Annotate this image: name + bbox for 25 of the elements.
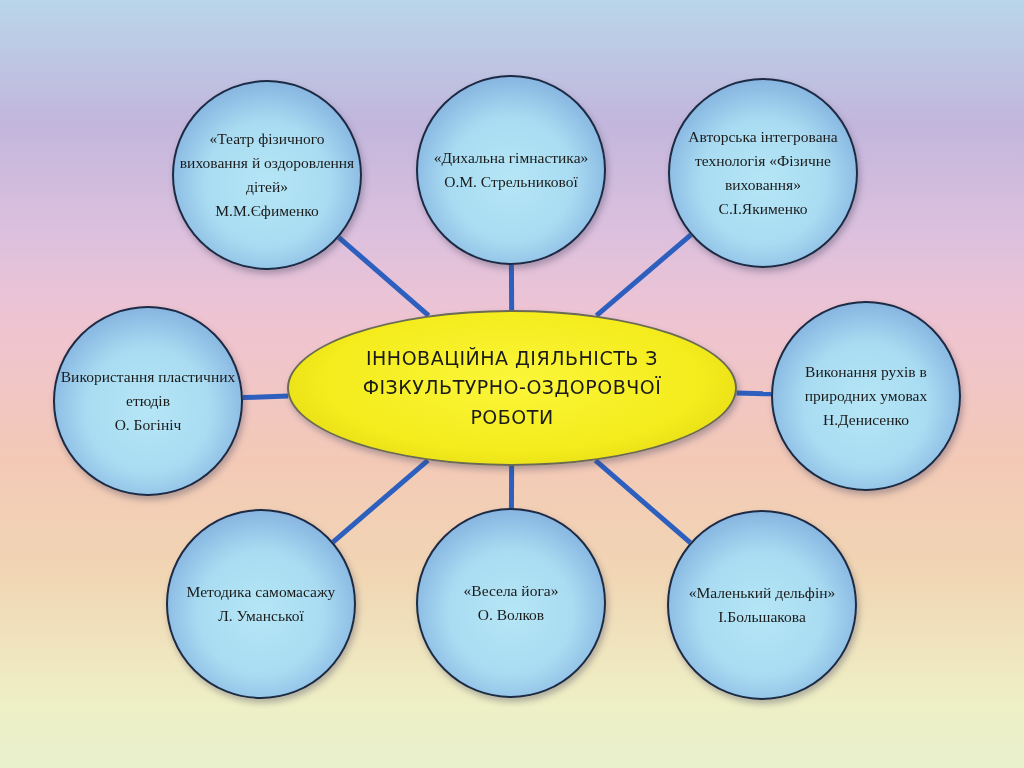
node-text: Н.Денисенко (821, 410, 910, 430)
center-title: ІННОВАЦІЙНА ДІЯЛЬНІСТЬ З ФІЗКУЛЬТУРНО-ОЗДОРОВЧОЇ РОБОТИ (361, 345, 663, 430)
connector-line (508, 265, 515, 310)
connector-line (331, 458, 430, 544)
connector-line (594, 232, 693, 318)
connector-line (337, 235, 431, 318)
node-text: О.М. Стрельникової (443, 172, 579, 192)
connector-line (593, 458, 692, 545)
connector-line (736, 390, 772, 397)
node-text: «Весела йога» (462, 581, 560, 601)
node-text: «Маленький дельфін» (687, 583, 837, 603)
node-text: «Дихальна гімнастика» (432, 148, 590, 168)
node-text: Використання пластичних етюдів (60, 366, 236, 411)
node-text: М.М.Єфименко (214, 201, 320, 221)
node-text: С.І.Якименко (717, 199, 809, 219)
node-text: Авторська інтегрована технологія «Фізичне виховання» (687, 126, 839, 195)
connector-line (508, 466, 515, 508)
node-text: І.Большакова (717, 607, 807, 627)
node-text: «Театр фізичного виховання й оздоровлення дітей» (179, 128, 355, 197)
connector-line (242, 393, 289, 401)
node-text: Методика самомасажу (185, 582, 337, 602)
node-text: Виконання рухів в природних умовах (803, 361, 929, 406)
node-text: О. Богініч (113, 415, 183, 435)
node-text: Л. Уманської (217, 606, 305, 626)
node-text: О. Волков (476, 605, 546, 625)
